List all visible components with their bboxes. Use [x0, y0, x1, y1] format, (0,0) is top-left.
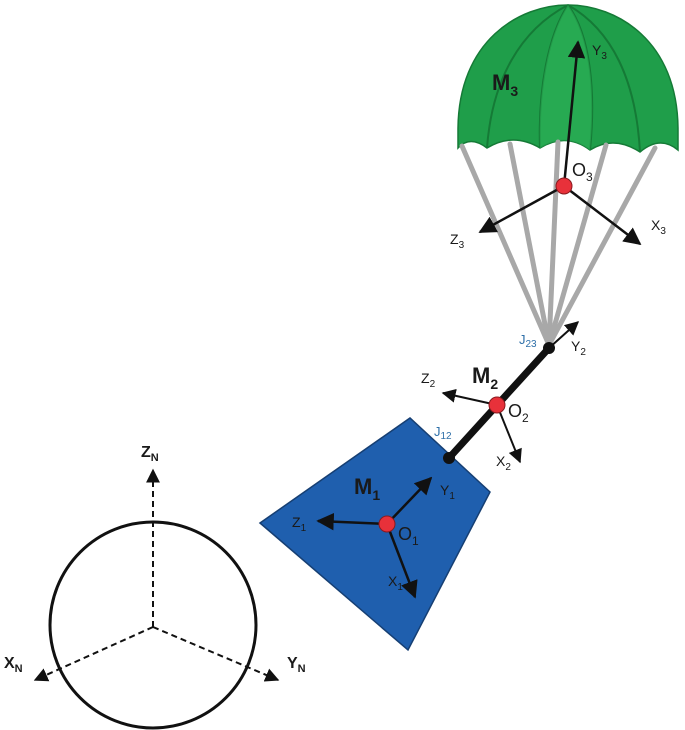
suspension-line: [546, 145, 658, 348]
axis-z3-arrow: [478, 184, 565, 234]
suspension-line: [546, 142, 609, 348]
suspension-line: [459, 143, 552, 348]
axis-xn-label: XN: [4, 655, 23, 675]
axis-z3-label: Z3: [450, 231, 465, 251]
axis-zn-label: ZN: [141, 444, 159, 464]
axis-x3-arrow: [563, 185, 642, 246]
payload-body: [258, 417, 491, 652]
body-m1-label: M1: [354, 474, 380, 503]
axis-x1-label: X1: [388, 573, 403, 593]
axis-z2-label: Z2: [421, 370, 436, 390]
origin-o2-point: [488, 396, 506, 414]
joint-j23-label: J23: [519, 332, 537, 350]
joint-j12-point: [443, 452, 455, 464]
body-m2-label: M2: [472, 363, 498, 392]
axis-y3-arrow: [562, 40, 586, 187]
origin-o3-point: [555, 177, 573, 195]
canopy: [457, 4, 679, 153]
axis-x2-label: X2: [496, 453, 511, 473]
axis-yn-arrow: [152, 626, 280, 682]
axis-y3-label: Y3: [592, 42, 607, 62]
axis-y1-label: Y1: [440, 482, 455, 502]
origin-o1-point: [378, 515, 396, 533]
body-m3-label: M3: [492, 70, 518, 99]
axis-y2-arrow: [548, 321, 580, 349]
frame-2-axes: [441, 321, 580, 464]
suspension-lines: [459, 139, 658, 348]
axis-x2-arrow: [496, 404, 522, 464]
axis-y2-label: Y2: [571, 338, 586, 358]
origin-o2-label: O2: [508, 401, 529, 425]
axis-y1-arrow: [386, 476, 433, 525]
axis-x3-label: X3: [651, 217, 666, 237]
origin-o3-label: O3: [572, 160, 593, 184]
canopy-gore-4: [567, 4, 641, 153]
origin-o1-label: O1: [398, 524, 419, 548]
joint-j12-label: J12: [434, 424, 452, 442]
canopy-gore-1: [486, 4, 569, 149]
suspension-line: [546, 139, 561, 348]
axis-z1-label: Z1: [292, 514, 307, 534]
axis-xn-arrow: [33, 626, 154, 682]
inertial-frame-axes: [33, 468, 280, 682]
axis-z2-arrow: [441, 388, 498, 406]
axis-x1-arrow: [385, 523, 418, 599]
frame-3-axes: [478, 40, 642, 246]
suspension-line: [507, 141, 552, 348]
axis-z1-arrow: [316, 512, 388, 531]
axis-yn-label: YN: [287, 655, 306, 675]
frame-1-axes: [316, 476, 433, 599]
